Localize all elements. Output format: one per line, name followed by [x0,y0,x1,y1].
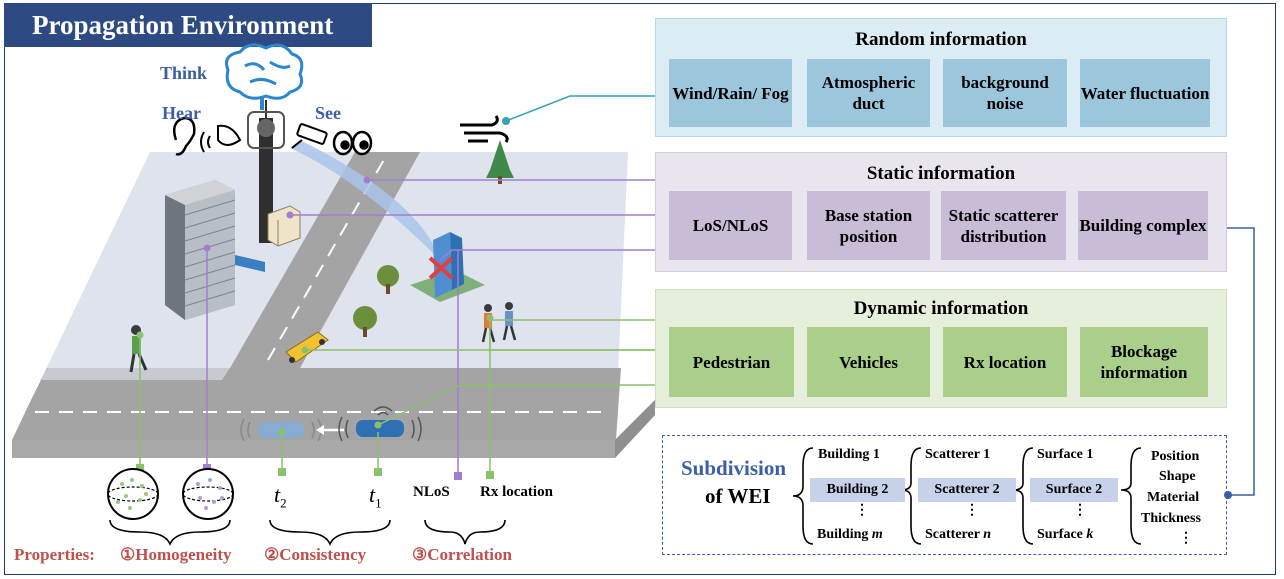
antenna-dish-icon [200,124,242,153]
cell-atmospheric-duct: Atmospheric duct [807,59,930,127]
taxi-vehicle [285,331,329,363]
braces-bottom [109,519,506,547]
nlos-label: NLoS [413,484,450,500]
scatterer-ellipsis: ⋮ [965,503,979,518]
attr-ellipsis: ⋮ [1179,531,1193,546]
road-horizontal [12,368,621,440]
scatterer-n: Scatterer n [925,527,991,542]
time-t2-label: t2 [274,482,287,511]
office-building [165,180,265,320]
scatterer-2: Scatterer 2 [918,478,1016,502]
rx-location-label: Rx location [480,484,553,500]
scatterer-1: Scatterer 1 [925,447,991,462]
road-vertical [230,152,420,368]
server-cabinet [267,205,301,247]
surface-ellipsis: ⋮ [1073,503,1087,518]
wind-icon [460,115,509,143]
brain-icon [225,43,304,110]
eyes-icon [332,130,373,156]
subdivision-of-wei-box: Subdivision of WEI Building 1 Building 2… [662,435,1227,555]
figure-title: Propagation Environment [4,3,372,47]
surface-2: Surface 2 [1030,478,1118,502]
property-homogeneity: ①Homogeneity [120,545,232,564]
cell-los-nlos: LoS/NLoS [669,191,792,260]
see-label: See [315,103,341,123]
attr-shape: Shape [1159,469,1196,484]
outer-frame [4,3,1276,575]
properties-prefix: Properties: [14,545,95,564]
dynamic-information-panel: Dynamic information Pedestrian Vehicles … [655,289,1227,408]
random-information-panel: Random information Wind/Rain/ Fog Atmosp… [655,18,1227,137]
glass-building [410,232,485,302]
cell-blockage-information: Blockage information [1080,327,1208,397]
tree [377,265,399,294]
camera-icon [291,123,328,149]
building-2: Building 2 [810,478,905,502]
subdivision-title-wei: of WEI [705,484,771,508]
cell-building-complex: Building complex [1078,191,1208,260]
building-m: Building m [817,527,883,542]
connector-subdivision [1210,227,1255,496]
sphere-homogeneity-2 [182,468,234,520]
attr-material: Material [1147,490,1200,505]
attr-thickness: Thickness [1141,511,1201,526]
surface-k: Surface k [1037,527,1094,542]
random-information-title: Random information [855,29,1027,50]
sphere-homogeneity [107,468,159,520]
cell-base-station-position: Base station position [807,191,930,260]
cell-background-noise: background noise [943,59,1067,127]
hear-label: Hear [162,103,201,123]
time-t1-label: t1 [369,482,382,511]
building-ellipsis: ⋮ [855,503,869,518]
cell-static-scatterer-distribution: Static scatterer distribution [941,191,1066,260]
property-consistency: ②Consistency [264,545,367,564]
property-correlation: ③Correlation [412,545,512,564]
connectors-dynamic [139,318,662,475]
surface-1: Surface 1 [1037,447,1094,462]
ear-icon [173,116,196,156]
cell-wind-rain-fog: Wind/Rain/ Fog [669,59,792,127]
cell-water-fluctuation: Water fluctuation [1080,59,1210,127]
subdivision-title: Subdivision [681,456,787,480]
cell-rx-location: Rx location [943,327,1067,397]
slab-side [12,400,655,458]
dynamic-information-title: Dynamic information [853,298,1029,319]
connectors-static [206,179,662,475]
base-station-tower [247,100,285,243]
static-information-panel: Static information LoS/NLoS Base station… [655,152,1227,272]
vehicle-t1 [338,406,422,442]
connector-random [505,95,662,122]
cell-pedestrian: Pedestrian [669,327,794,397]
static-information-title: Static information [866,163,1016,184]
building-1: Building 1 [818,447,880,462]
attr-position: Position [1151,449,1200,464]
cell-vehicles: Vehicles [807,327,930,397]
tree [353,306,377,337]
radio-beam [290,140,440,260]
think-label: Think [160,63,208,83]
